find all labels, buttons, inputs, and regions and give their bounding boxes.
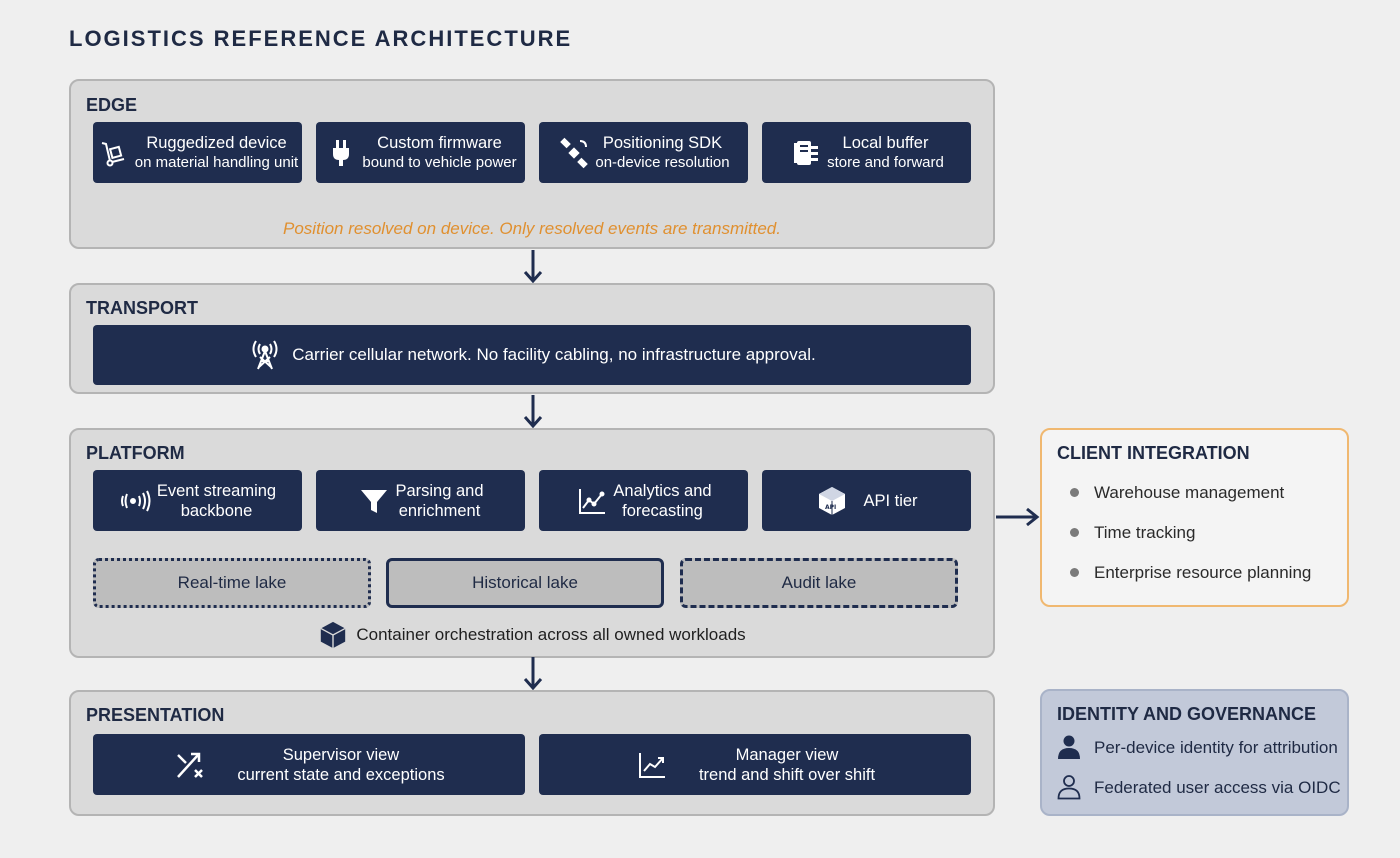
bullet-dot: [1070, 528, 1079, 537]
storage-buffer-icon: [789, 136, 823, 170]
user-outline-icon: [1057, 775, 1081, 800]
client-integration-panel: CLIENT INTEGRATION Warehouse management …: [1040, 428, 1349, 607]
tile-line1: Parsing and: [395, 481, 484, 500]
tile-line2: store and forward: [827, 153, 944, 171]
svg-text:API: API: [825, 504, 836, 511]
power-plug-icon: [324, 136, 358, 170]
tile-line1: Analytics and: [613, 481, 712, 500]
tile-line2: backbone: [180, 501, 253, 520]
governance-item-federated-access: Federated user access via OIDC: [1094, 778, 1341, 797]
identity-governance-panel: IDENTITY AND GOVERNANCE Per-device ident…: [1040, 689, 1349, 816]
down-arrow-icon: [523, 657, 543, 691]
audit-lake: Audit lake: [680, 558, 958, 608]
tile-line1: Manager view: [735, 745, 839, 764]
governance-title: IDENTITY AND GOVERNANCE: [1057, 704, 1317, 724]
tile-line1: Event streaming: [156, 481, 277, 500]
edge-note: Position resolved on device. Only resolv…: [283, 219, 781, 238]
tile-line1: Local buffer: [842, 133, 929, 152]
platform-layer-title: PLATFORM: [86, 443, 185, 463]
transport-text: Carrier cellular network. No facility ca…: [292, 345, 816, 364]
event-stream-icon: [119, 484, 153, 518]
tile-line2: on-device resolution: [595, 153, 730, 171]
transport-layer: TRANSPORT Carrier cellular network. No f…: [69, 283, 995, 394]
trend-chart-icon: [635, 748, 669, 782]
hand-truck-icon: [97, 136, 131, 170]
tile-line2: current state and exceptions: [237, 765, 445, 784]
satellite-icon: [557, 136, 591, 170]
orchestration-row: Container orchestration across all owned…: [71, 620, 993, 650]
governance-item-device-identity: Per-device identity for attribution: [1094, 738, 1338, 757]
tile-line2: forecasting: [622, 501, 703, 520]
right-arrow-icon: [996, 507, 1040, 527]
down-arrow-icon: [523, 250, 543, 284]
historical-lake: Historical lake: [386, 558, 664, 608]
api-cube-icon: API: [815, 484, 849, 518]
cell-tower-icon: [248, 338, 282, 372]
client-item-time-tracking: Time tracking: [1094, 523, 1196, 542]
tile-line1: Supervisor view: [282, 745, 400, 764]
tile-line1: API tier: [863, 491, 918, 510]
down-arrow-icon: [523, 395, 543, 429]
platform-tile-api: API API tier: [762, 470, 971, 531]
tile-line2: trend and shift over shift: [698, 765, 876, 784]
tile-line2: enrichment: [398, 501, 481, 520]
client-item-warehouse: Warehouse management: [1094, 483, 1285, 502]
client-item-erp: Enterprise resource planning: [1094, 563, 1312, 582]
client-integration-title: CLIENT INTEGRATION: [1057, 443, 1250, 463]
funnel-icon: [357, 484, 391, 518]
shuffle-icon: [173, 748, 207, 782]
edge-layer-title: EDGE: [86, 95, 138, 115]
bullet-dot: [1070, 488, 1079, 497]
analytics-chart-icon: [575, 484, 609, 518]
diagram-title: LOGISTICS REFERENCE ARCHITECTURE: [69, 26, 573, 51]
tile-line2: bound to vehicle power: [362, 153, 517, 171]
transport-layer-title: TRANSPORT: [86, 298, 198, 318]
tile-line2: on material handling unit: [134, 153, 299, 171]
bullet-dot: [1070, 568, 1079, 577]
real-time-lake: Real-time lake: [93, 558, 371, 608]
tile-line1: Ruggedized device: [146, 133, 287, 152]
container-cube-icon: [320, 621, 346, 649]
tile-line1: Positioning SDK: [602, 133, 723, 152]
user-filled-icon: [1058, 735, 1080, 759]
presentation-layer-title: PRESENTATION: [86, 705, 225, 725]
tile-line1: Custom firmware: [377, 133, 502, 152]
transport-bar: Carrier cellular network. No facility ca…: [93, 325, 971, 385]
orchestration-text: Container orchestration across all owned…: [356, 625, 746, 644]
